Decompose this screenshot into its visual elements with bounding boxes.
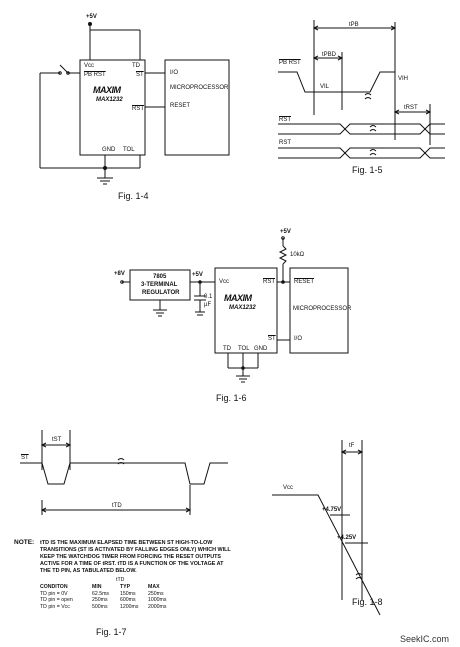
table-header: MIN xyxy=(92,584,102,590)
fig-1-6-circuit xyxy=(120,236,349,383)
fig-1-4-circuit xyxy=(39,22,230,185)
fig-1-8-tf: tF xyxy=(349,443,355,449)
fig-1-4-pin-td: TD xyxy=(132,63,140,69)
table-header: CONDITON xyxy=(40,584,68,590)
table-cell: 62.5ms xyxy=(92,590,110,597)
fig-1-4-supply-label: +5V xyxy=(86,14,97,20)
table-cell: TD pin = 0V xyxy=(40,590,68,597)
fig-1-6-mp-reset: RESET xyxy=(294,279,315,285)
fig-1-5-vil: VIL xyxy=(320,84,330,90)
note-line: THE TD PIN, AS TABULATED BELOW. xyxy=(40,568,137,574)
table-row: TD pin = Vcc 500ms 1200ms 2000ms xyxy=(40,604,170,611)
fig-1-6-caption: Fig. 1-6 xyxy=(216,393,247,403)
fig-1-6-reg-line2: 3-TERMINAL xyxy=(141,282,178,288)
fig-1-5-pbrst: PB RST xyxy=(279,60,301,66)
fig-1-4-pin-rst: RST xyxy=(132,106,144,112)
table-header: TYP xyxy=(120,584,131,590)
fig-1-7-ttd-table: CONDITON MIN TYP MAX TD pin = 0V 62.5ms … xyxy=(40,584,170,610)
table-row: TD pin = open 250ms 600ms 1000ms xyxy=(40,597,170,604)
table-cell: 150ms xyxy=(120,590,136,597)
fig-1-6-chip xyxy=(214,267,278,354)
note-line: TRANSITIONS (ST IS ACTIVATED BY FALLING … xyxy=(40,547,231,553)
fig-1-5-rst-bar: RST xyxy=(279,117,291,123)
fig-1-7-table-group: tTD xyxy=(116,577,125,583)
fig-1-6-pin-rst: RST xyxy=(263,279,275,285)
table-cell: TD pin = Vcc xyxy=(40,603,70,610)
fig-1-6-part-number: MAX1232 xyxy=(229,305,256,311)
fig-1-6-pin-gnd: GND xyxy=(254,346,268,352)
fig-1-4-pin-tol: TOL xyxy=(123,147,135,153)
table-row: TD pin = 0V 62.5ms 150ms 250ms xyxy=(40,591,170,598)
fig-1-6-maxim-logo: MAXIM xyxy=(224,293,252,303)
fig-1-8-timing xyxy=(272,440,381,616)
fig-1-5-timing xyxy=(278,20,445,159)
table-cell: 250ms xyxy=(148,590,164,597)
fig-1-6-resistor-label: 10kΩ xyxy=(290,252,305,258)
table-cell: 600ms xyxy=(120,597,136,603)
fig-1-5-vih: VIH xyxy=(398,76,409,82)
fig-1-6-reg-out-label: +5V xyxy=(192,272,203,278)
fig-1-7-tst: tST xyxy=(52,437,62,443)
fig-1-8-caption: Fig. 1-8 xyxy=(352,597,383,607)
fig-1-5-trst: tRST xyxy=(404,105,418,111)
fig-1-4-pin-st: ST xyxy=(136,72,144,78)
table-cell: 2000ms xyxy=(148,603,167,610)
table-cell: 250ms xyxy=(92,597,108,603)
fig-1-7-caption: Fig. 1-7 xyxy=(96,627,127,637)
fig-1-6-supply-label: +5V xyxy=(280,229,291,235)
fig-1-5-tpbd: tPBD xyxy=(322,52,337,58)
fig-1-5-tpb: tPB xyxy=(349,22,359,28)
fig-1-8-v2: +4.25V xyxy=(337,535,357,541)
fig-1-4-pin-pbrst: PB RST xyxy=(84,72,106,78)
fig-1-7-st: ST xyxy=(21,455,29,461)
fig-1-4-pin-vcc: Vcc xyxy=(84,63,95,69)
fig-1-8-v1: +4.75V xyxy=(322,507,342,513)
fig-1-7-ttd: tTD xyxy=(112,503,122,509)
fig-1-7-timing xyxy=(20,430,228,515)
fig-1-7-note-text: tTD IS THE MAXIMUM ELAPSED TIME BETWEEN … xyxy=(40,540,231,575)
table-cell: 500ms xyxy=(92,603,108,610)
fig-1-4-pin-gnd: GND xyxy=(102,147,116,153)
watermark: SeekIC.com xyxy=(400,634,450,644)
fig-1-4-mp-reset: RESET xyxy=(170,103,191,109)
fig-1-4-maxim-logo: MAXIM xyxy=(93,85,121,95)
fig-1-6-microprocessor xyxy=(289,267,349,354)
fig-1-6-cap-value: 0.1 xyxy=(204,294,213,300)
fig-1-6-pin-td: TD xyxy=(223,346,231,352)
fig-1-5-rst: RST xyxy=(279,140,291,146)
fig-1-4-mp-name: MICROPROCESSOR xyxy=(170,85,229,91)
fig-1-6-mp-io: I/O xyxy=(294,336,303,342)
table-cell: TD pin = open xyxy=(40,597,73,603)
table-cell: 1200ms xyxy=(120,603,139,610)
fig-1-8-vcc: Vcc xyxy=(283,485,294,491)
fig-1-6-pin-tol: TOL xyxy=(238,346,250,352)
fig-1-4-part-number: MAX1232 xyxy=(96,97,123,103)
note-line: tTD IS THE MAXIMUM ELAPSED TIME BETWEEN … xyxy=(40,540,213,546)
table-header-row: CONDITON MIN TYP MAX xyxy=(40,584,170,591)
fig-1-4-mp-io: I/O xyxy=(170,70,179,76)
fig-1-4-caption: Fig. 1-4 xyxy=(118,191,149,201)
note-line: ACTIVE FOR A TIME OF tRST. tTD IS A FUNC… xyxy=(40,561,224,567)
fig-1-6-input-label: +8V xyxy=(114,271,125,277)
fig-1-6-pin-vcc: Vcc xyxy=(219,279,230,285)
note-line: KEEP THE WATCHDOG TIMER FROM FORCING THE… xyxy=(40,554,221,560)
fig-1-5-caption: Fig. 1-5 xyxy=(352,165,383,175)
fig-1-7-note-label: NOTE: xyxy=(14,539,35,546)
fig-1-6-cap-unit: µF xyxy=(204,302,212,308)
table-cell: 1000ms xyxy=(148,597,167,603)
fig-1-6-pin-st: ST xyxy=(268,336,276,342)
fig-1-6-mp-name: MICROPROCESSOR xyxy=(293,306,352,312)
table-header: MAX xyxy=(148,584,160,590)
fig-1-6-reg-line3: REGULATOR xyxy=(142,290,180,296)
fig-1-6-reg-line1: 7805 xyxy=(153,274,167,280)
